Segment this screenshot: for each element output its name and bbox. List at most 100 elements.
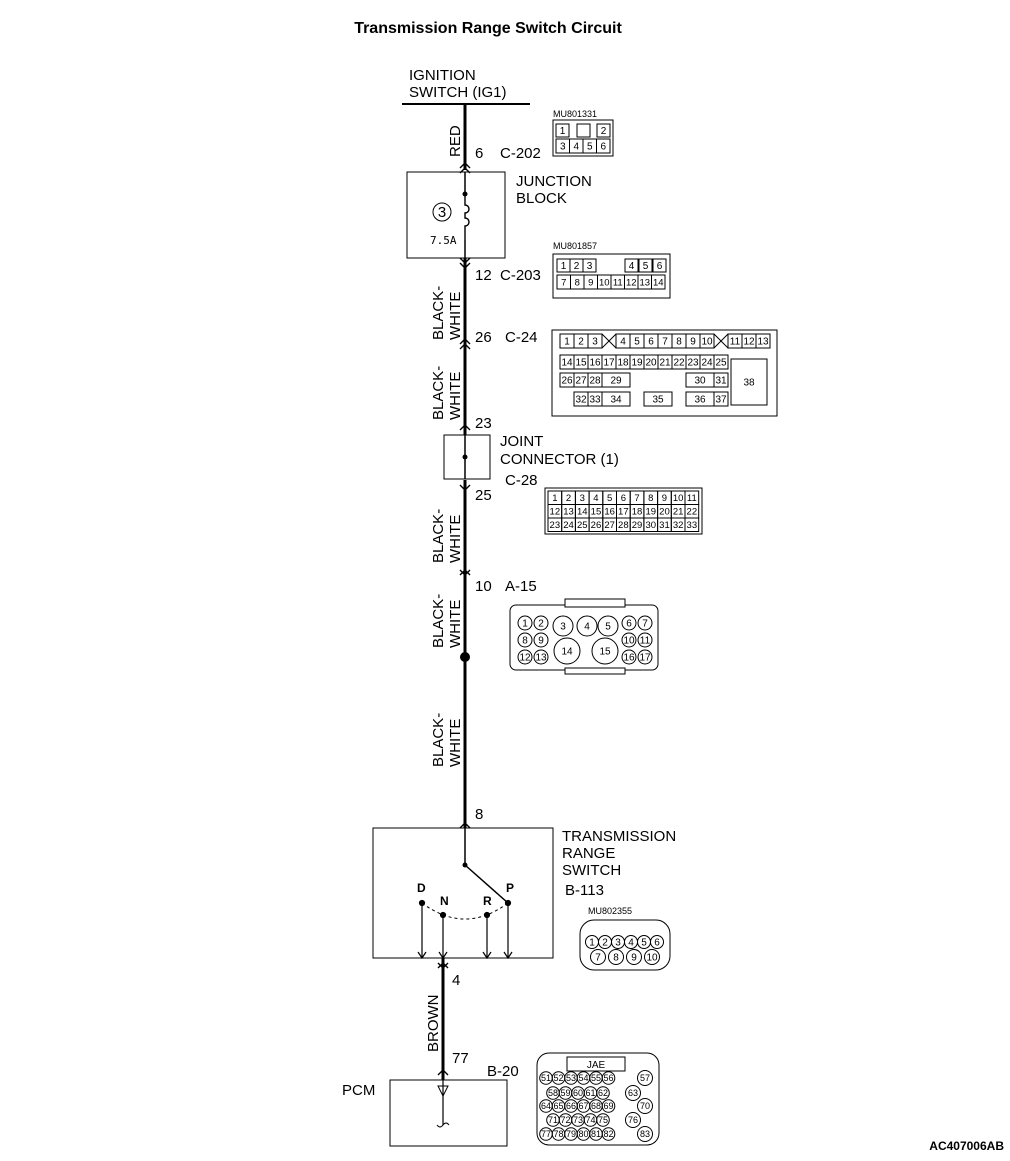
c24-pin-29: 29 bbox=[610, 376, 622, 387]
c28-pin-18: 18 bbox=[632, 507, 643, 518]
c28-pin-14: 14 bbox=[577, 507, 588, 518]
b20-pin-53: 53 bbox=[566, 1073, 576, 1083]
pin-c28-out: 25 bbox=[475, 487, 492, 504]
b113-pin-9: 9 bbox=[631, 953, 637, 964]
c24-pin-6: 6 bbox=[648, 337, 654, 348]
a15-pin-17-ring bbox=[637, 649, 653, 665]
b20-pin-81: 81 bbox=[591, 1129, 601, 1139]
range-switch-label-2: RANGE bbox=[562, 845, 615, 862]
rs-arc bbox=[421, 902, 509, 920]
c28-pin-15: 15 bbox=[591, 507, 602, 518]
a15-pin-1: 1 bbox=[522, 619, 528, 630]
figure-code: AC407006AB bbox=[929, 1139, 1004, 1153]
conn-c203-name: C-203 bbox=[500, 267, 541, 284]
a15-pin-7: 7 bbox=[642, 619, 648, 630]
c24-pin-36: 36 bbox=[694, 395, 706, 406]
wire-label-bw5b: WHITE bbox=[447, 719, 464, 767]
c24-pin-1: 1 bbox=[564, 337, 570, 348]
pcm-label: PCM bbox=[342, 1082, 375, 1099]
c24-pin-33: 33 bbox=[589, 395, 601, 406]
wire-label-bw1a: BLACK- bbox=[430, 286, 447, 340]
wire-label-brown: BROWN bbox=[425, 995, 442, 1053]
b20-pin-75: 75 bbox=[598, 1115, 608, 1125]
c28-pin-8: 8 bbox=[648, 493, 653, 504]
c24-pin-34-box bbox=[601, 391, 631, 407]
b20-pin-62-ring bbox=[596, 1086, 610, 1100]
conn-c202-name: C-202 bbox=[500, 145, 541, 162]
pcm-sensor-symbol bbox=[437, 1085, 449, 1098]
b20-pin-74: 74 bbox=[585, 1115, 595, 1125]
pcm-ground-symbol bbox=[436, 1122, 450, 1128]
c24-pin-20: 20 bbox=[645, 358, 657, 369]
b20-pin-82: 82 bbox=[603, 1129, 613, 1139]
c28-pin-16: 16 bbox=[604, 507, 615, 518]
c202-pin-6: 6 bbox=[600, 142, 606, 153]
b20-pin-67: 67 bbox=[578, 1101, 588, 1111]
b113-pin-7-ring bbox=[590, 949, 606, 965]
a15-pin-6: 6 bbox=[626, 619, 632, 630]
c24-pin-28: 28 bbox=[589, 376, 601, 387]
b113-pin-5: 5 bbox=[641, 938, 647, 949]
conn-a15-name: A-15 bbox=[505, 578, 537, 595]
c28-pin-32: 32 bbox=[673, 520, 684, 531]
c203-pin-13: 13 bbox=[639, 277, 650, 288]
b113-pin-2: 2 bbox=[602, 938, 608, 949]
b113-pin-9-ring bbox=[626, 949, 642, 965]
a15-pin-12: 12 bbox=[519, 653, 531, 664]
rs-pos-p: P bbox=[506, 881, 514, 895]
a15-pin-5-ring bbox=[597, 615, 619, 637]
c24-pin-14: 14 bbox=[561, 358, 573, 369]
c24-pin-31: 31 bbox=[715, 376, 727, 387]
c24-pin-3-box bbox=[587, 333, 603, 349]
junction-block-label-1: JUNCTION bbox=[516, 173, 592, 190]
c28-pin-4: 4 bbox=[593, 493, 598, 504]
wire-label-bw4b: WHITE bbox=[447, 600, 464, 648]
c203-pin-3: 3 bbox=[587, 261, 593, 272]
c28-pin-28: 28 bbox=[618, 520, 629, 531]
c28-pin-11: 11 bbox=[687, 493, 697, 504]
pin-b20: 77 bbox=[452, 1050, 469, 1067]
a15-pin-7-ring bbox=[637, 615, 653, 631]
c28-pin-30: 30 bbox=[645, 520, 656, 531]
c28-pin-12: 12 bbox=[550, 507, 561, 518]
c24-pin-32: 32 bbox=[575, 395, 587, 406]
conn-b20-name: B-20 bbox=[487, 1063, 519, 1080]
c203-pin-1: 1 bbox=[561, 261, 567, 272]
a15-pin-13: 13 bbox=[535, 653, 547, 664]
b113-pin-7: 7 bbox=[595, 953, 601, 964]
c203-pin-14: 14 bbox=[653, 277, 664, 288]
c24-pin-11: 11 bbox=[730, 337, 741, 348]
joint-connector-label-2: CONNECTOR (1) bbox=[500, 451, 619, 468]
b20-pin-54: 54 bbox=[578, 1073, 588, 1083]
a15-pin-3: 3 bbox=[560, 622, 566, 633]
a15-pin-15: 15 bbox=[599, 647, 611, 658]
conn-c202-code: MU801331 bbox=[553, 109, 597, 119]
b20-pin-63-ring bbox=[625, 1085, 641, 1101]
c28-pin-24: 24 bbox=[563, 520, 574, 531]
c203-pin-2: 2 bbox=[574, 261, 580, 272]
c24-pin-3: 3 bbox=[592, 337, 598, 348]
c28-pin-10: 10 bbox=[673, 493, 684, 504]
c28-pin-26: 26 bbox=[591, 520, 602, 531]
b20-pin-61: 61 bbox=[585, 1088, 595, 1098]
c24-pin-24: 24 bbox=[701, 358, 713, 369]
c202-pin-2-box bbox=[596, 123, 611, 138]
c202-pin-2: 2 bbox=[601, 126, 607, 137]
b20-pin-79: 79 bbox=[566, 1129, 576, 1139]
pcm-box bbox=[389, 1079, 508, 1147]
b20-pin-59: 59 bbox=[560, 1088, 570, 1098]
pin-b113: 8 bbox=[475, 806, 483, 823]
range-switch-label-3: SWITCH bbox=[562, 862, 621, 879]
c28-pin-1: 1 bbox=[552, 493, 557, 504]
range-switch-label-1: TRANSMISSION bbox=[562, 828, 676, 845]
rs-arm bbox=[464, 864, 509, 904]
c202-pin-1: 1 bbox=[560, 126, 566, 137]
b20-pin-55: 55 bbox=[591, 1073, 601, 1083]
b113-pin-6: 6 bbox=[654, 938, 660, 949]
a15-pin-14: 14 bbox=[561, 647, 573, 658]
c24-pin-35-box bbox=[643, 391, 673, 407]
c24-pin-13: 13 bbox=[757, 337, 769, 348]
wire-label-bw2a: BLACK- bbox=[430, 366, 447, 420]
